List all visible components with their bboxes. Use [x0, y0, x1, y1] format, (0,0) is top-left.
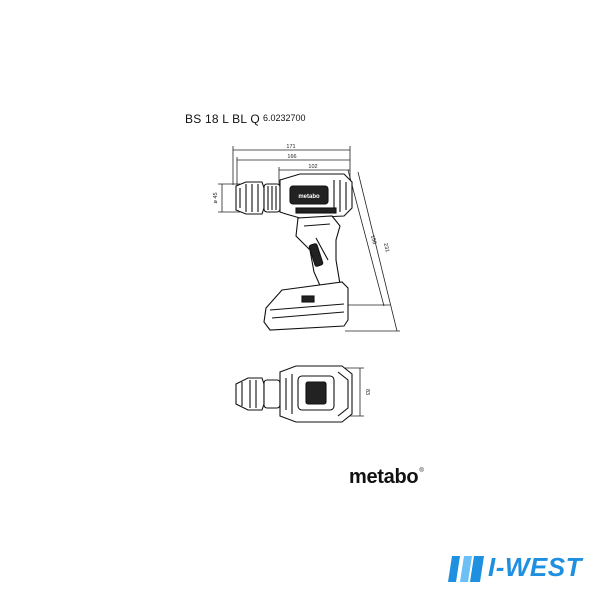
iwest-logo-icon [448, 556, 484, 582]
dim-label-171: 171 [286, 144, 295, 150]
dim-line-166 [236, 157, 350, 185]
dim-label-166: 166 [287, 154, 296, 160]
metabo-logo: metabo® [349, 466, 424, 489]
dim-label-231: 231 [382, 243, 390, 253]
dim-label-102: 102 [308, 164, 317, 170]
logo-text: metabo [349, 466, 419, 488]
drill-top-view [235, 365, 353, 423]
dim-line-102 [278, 167, 350, 185]
svg-text:metabo: metabo [298, 194, 320, 200]
article-number: 6.0232700 [263, 113, 306, 123]
logo-registered-mark: ® [419, 468, 424, 474]
model-title: BS 18 L BL Q [185, 112, 260, 126]
dim-label-chuck: ø 45 [213, 192, 219, 203]
watermark-text: I-WEST [488, 552, 582, 582]
dim-label-156: 156 [369, 235, 377, 245]
drill-side-view: metabo [235, 173, 353, 331]
dim-label-83: 83 [364, 389, 370, 395]
dim-line-chuck [218, 183, 240, 213]
dim-line-231 [345, 171, 400, 332]
